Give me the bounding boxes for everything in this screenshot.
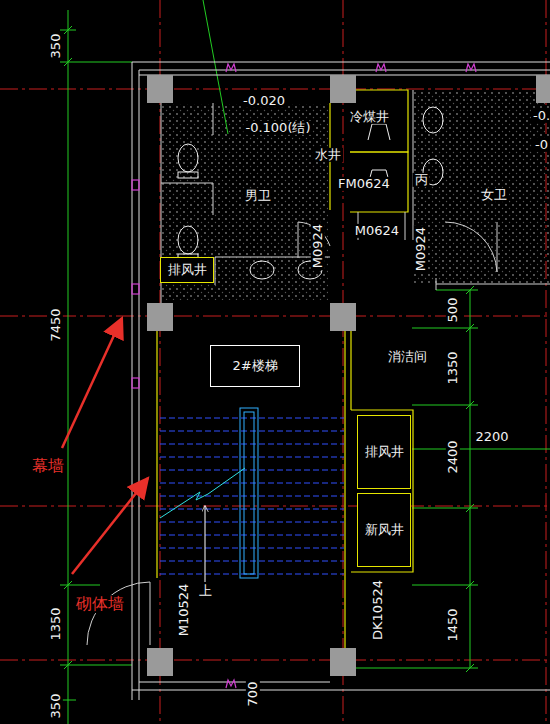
masonry-walls — [157, 90, 413, 648]
plan-annotation: -0. — [531, 109, 550, 123]
room-name: 2#楼梯 — [232, 359, 277, 373]
shaft-box: 排风井 — [160, 257, 214, 283]
stair-label-box: 2#楼梯 — [210, 345, 300, 387]
plan-annotation: 冷煤井 — [348, 110, 391, 124]
tread-line — [160, 561, 344, 562]
tread-line — [160, 535, 344, 536]
callout-arrows — [62, 318, 148, 574]
plan-annotation: 350 — [49, 32, 63, 61]
plan-annotation: 1350 — [49, 605, 63, 642]
tread-line — [160, 418, 344, 419]
plan-annotation: 7450 — [49, 306, 63, 343]
tread-line — [160, 548, 344, 549]
plan-annotation: -0.100(结) — [243, 121, 312, 135]
window-marks — [132, 64, 476, 688]
callout-text: 幕墙 — [30, 457, 66, 475]
tread-line — [160, 522, 344, 523]
plan-annotation: -0.020 — [241, 94, 287, 108]
plan-annotation: M0624 — [353, 224, 401, 238]
plan-annotation: M10524 — [177, 582, 191, 639]
stair-treads — [160, 418, 344, 574]
sanitary-fixtures — [178, 107, 443, 279]
tread-line — [160, 496, 344, 497]
stair-handrail — [160, 408, 258, 578]
plan-annotation: 2400 — [446, 438, 460, 475]
plan-annotation: DK10524 — [371, 578, 385, 642]
plan-annotation: 丙 — [413, 173, 430, 187]
tread-line — [160, 444, 344, 445]
structural-columns — [147, 75, 550, 676]
plan-annotation: M0924 — [311, 222, 325, 270]
plan-annotation: 女卫 — [479, 188, 509, 202]
plan-annotation: FM0624 — [336, 177, 392, 191]
plan-annotation: 2200 — [473, 430, 510, 444]
partition-walls — [87, 90, 550, 645]
shaft-box: 新风井 — [357, 493, 411, 567]
plan-annotation: 上 — [197, 584, 214, 598]
tread-line — [160, 483, 344, 484]
tread-line — [160, 470, 344, 471]
plan-annotation: 350 — [49, 692, 63, 721]
plan-annotation: 消洁间 — [386, 350, 429, 364]
plan-annotation: 1350 — [446, 349, 460, 386]
plan-annotation: M0924 — [414, 225, 428, 273]
outer-walls — [132, 62, 550, 700]
room-name: 排风井 — [365, 445, 404, 459]
tread-line — [160, 509, 344, 510]
plan-annotation: -0 — [533, 138, 550, 152]
tread-line — [160, 431, 344, 432]
plan-annotation: 水井 — [313, 148, 343, 162]
shaft-box: 排风井 — [357, 415, 411, 489]
callout-text: 砌体墙 — [74, 595, 126, 613]
room-name: 排风井 — [168, 263, 207, 277]
plan-annotation: 1450 — [446, 606, 460, 643]
dimension-lines — [60, 0, 550, 724]
plan-annotation: 男卫 — [243, 189, 273, 203]
tile-hatch — [413, 92, 550, 284]
stair-direction — [205, 506, 206, 582]
tread-line — [160, 457, 344, 458]
tile-hatch — [162, 104, 328, 300]
plan-annotation: 500 — [446, 296, 460, 325]
plan-annotation: 700 — [246, 680, 260, 709]
room-name: 新风井 — [365, 523, 404, 537]
